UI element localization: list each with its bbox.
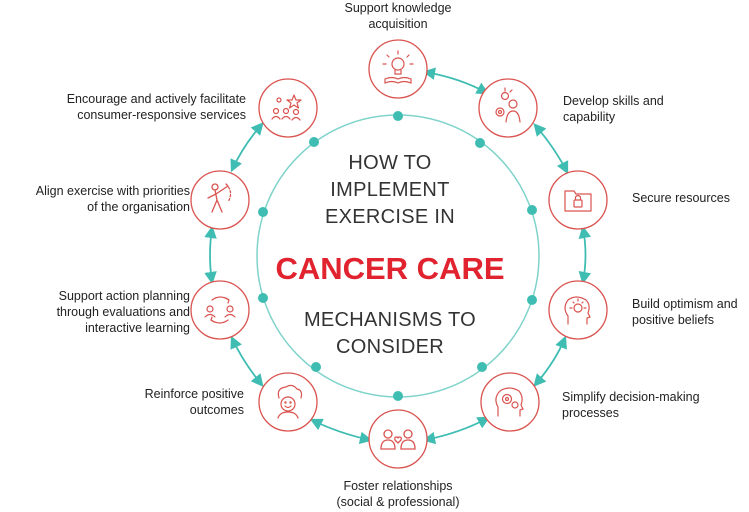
folder-lock-icon	[564, 190, 592, 212]
label-line: positive beliefs	[632, 313, 714, 327]
lightbulb-book-icon	[382, 50, 414, 84]
label-line: through evaluations and	[56, 305, 190, 319]
arrow-4-5	[533, 335, 567, 387]
arrow-5-6	[422, 416, 491, 445]
label-relationships: Foster relationships (social & professio…	[300, 478, 496, 510]
label-line: consumer-responsive services	[77, 108, 246, 122]
center-footer: MECHANISMS TO CONSIDER	[260, 307, 520, 361]
person-stretch-icon	[207, 183, 232, 213]
label-line: (social & professional)	[336, 495, 460, 509]
label-skills: Develop skills and capability	[563, 93, 664, 125]
label-knowledge: Support knowledge acquisition	[300, 0, 496, 32]
label-line: outcomes	[189, 403, 244, 417]
label-resources: Secure resources	[632, 190, 730, 206]
center-heading-line: EXERCISE IN	[325, 206, 455, 228]
ring-dot	[309, 137, 319, 147]
ring-dot	[258, 207, 268, 217]
label-line: Build optimism and	[632, 297, 738, 311]
arrow-9-10	[230, 122, 264, 173]
label-line: acquisition	[368, 17, 428, 31]
arrow-1-2	[422, 67, 490, 95]
label-planning: Support action planning through evaluati…	[4, 288, 190, 336]
label-line: Secure resources	[632, 191, 730, 205]
center-heading: HOW TO IMPLEMENT EXERCISE IN	[260, 150, 520, 231]
arrow-2-3	[533, 123, 569, 175]
node-outcomes	[258, 372, 318, 432]
ring-dot	[527, 295, 537, 305]
ring-dot	[393, 111, 403, 121]
node-decision	[480, 372, 540, 432]
label-line: Support knowledge	[344, 1, 452, 15]
node-skills	[478, 78, 538, 138]
person-gears-icon	[495, 87, 521, 123]
label-outcomes: Reinforce positive outcomes	[60, 386, 244, 418]
center-highlight: CANCER CARE	[275, 251, 505, 286]
node-optimism	[548, 280, 608, 340]
ring-dot	[475, 138, 485, 148]
node-planning	[190, 280, 250, 340]
center-heading-line: HOW TO	[348, 152, 432, 174]
head-smile-icon	[277, 384, 303, 419]
ring-dot	[393, 391, 403, 401]
label-decision: Simplify decision-making processes	[562, 389, 700, 421]
arrow-7-8	[230, 335, 264, 387]
node-knowledge	[368, 39, 428, 99]
head-sun-icon	[564, 296, 591, 325]
label-line: Support action planning	[58, 289, 190, 303]
node-consumer	[258, 78, 318, 138]
label-line: Simplify decision-making	[562, 390, 700, 404]
label-optimism: Build optimism and positive beliefs	[632, 296, 738, 328]
ring-dot	[527, 205, 537, 215]
people-heart-icon	[380, 429, 416, 450]
node-align	[190, 170, 250, 230]
ring-dot	[311, 362, 321, 372]
cycle-people-icon	[204, 296, 236, 324]
head-gears-icon	[495, 387, 524, 417]
label-line: of the organisation	[87, 200, 190, 214]
label-line: processes	[562, 406, 619, 420]
label-line: interactive learning	[85, 321, 190, 335]
center-footer-line: MECHANISMS TO	[303, 309, 477, 331]
center-text: HOW TO IMPLEMENT EXERCISE IN CANCER CARE…	[260, 150, 520, 361]
label-line: Develop skills and	[563, 94, 664, 108]
label-line: Encourage and actively facilitate	[66, 92, 246, 106]
arrow-6-7	[309, 418, 373, 444]
label-consumer: Encourage and actively facilitate consum…	[18, 91, 246, 123]
connector-arrows	[204, 67, 592, 445]
node-relationships	[368, 409, 428, 469]
ring-dot	[477, 362, 487, 372]
node-resources	[548, 170, 608, 230]
label-line: Reinforce positive	[144, 387, 244, 401]
center-heading-line: IMPLEMENT	[330, 179, 450, 201]
ring-dots	[258, 111, 537, 401]
center-footer-line: CONSIDER	[336, 336, 444, 358]
people-star-icon	[271, 94, 302, 121]
label-line: capability	[563, 110, 616, 124]
arrow-8-9	[204, 225, 217, 285]
ring-dot	[258, 293, 268, 303]
arrow-3-4	[578, 225, 592, 285]
label-line: Align exercise with priorities	[35, 184, 190, 198]
label-align: Align exercise with priorities of the or…	[2, 183, 190, 215]
label-line: Foster relationships	[343, 479, 453, 493]
